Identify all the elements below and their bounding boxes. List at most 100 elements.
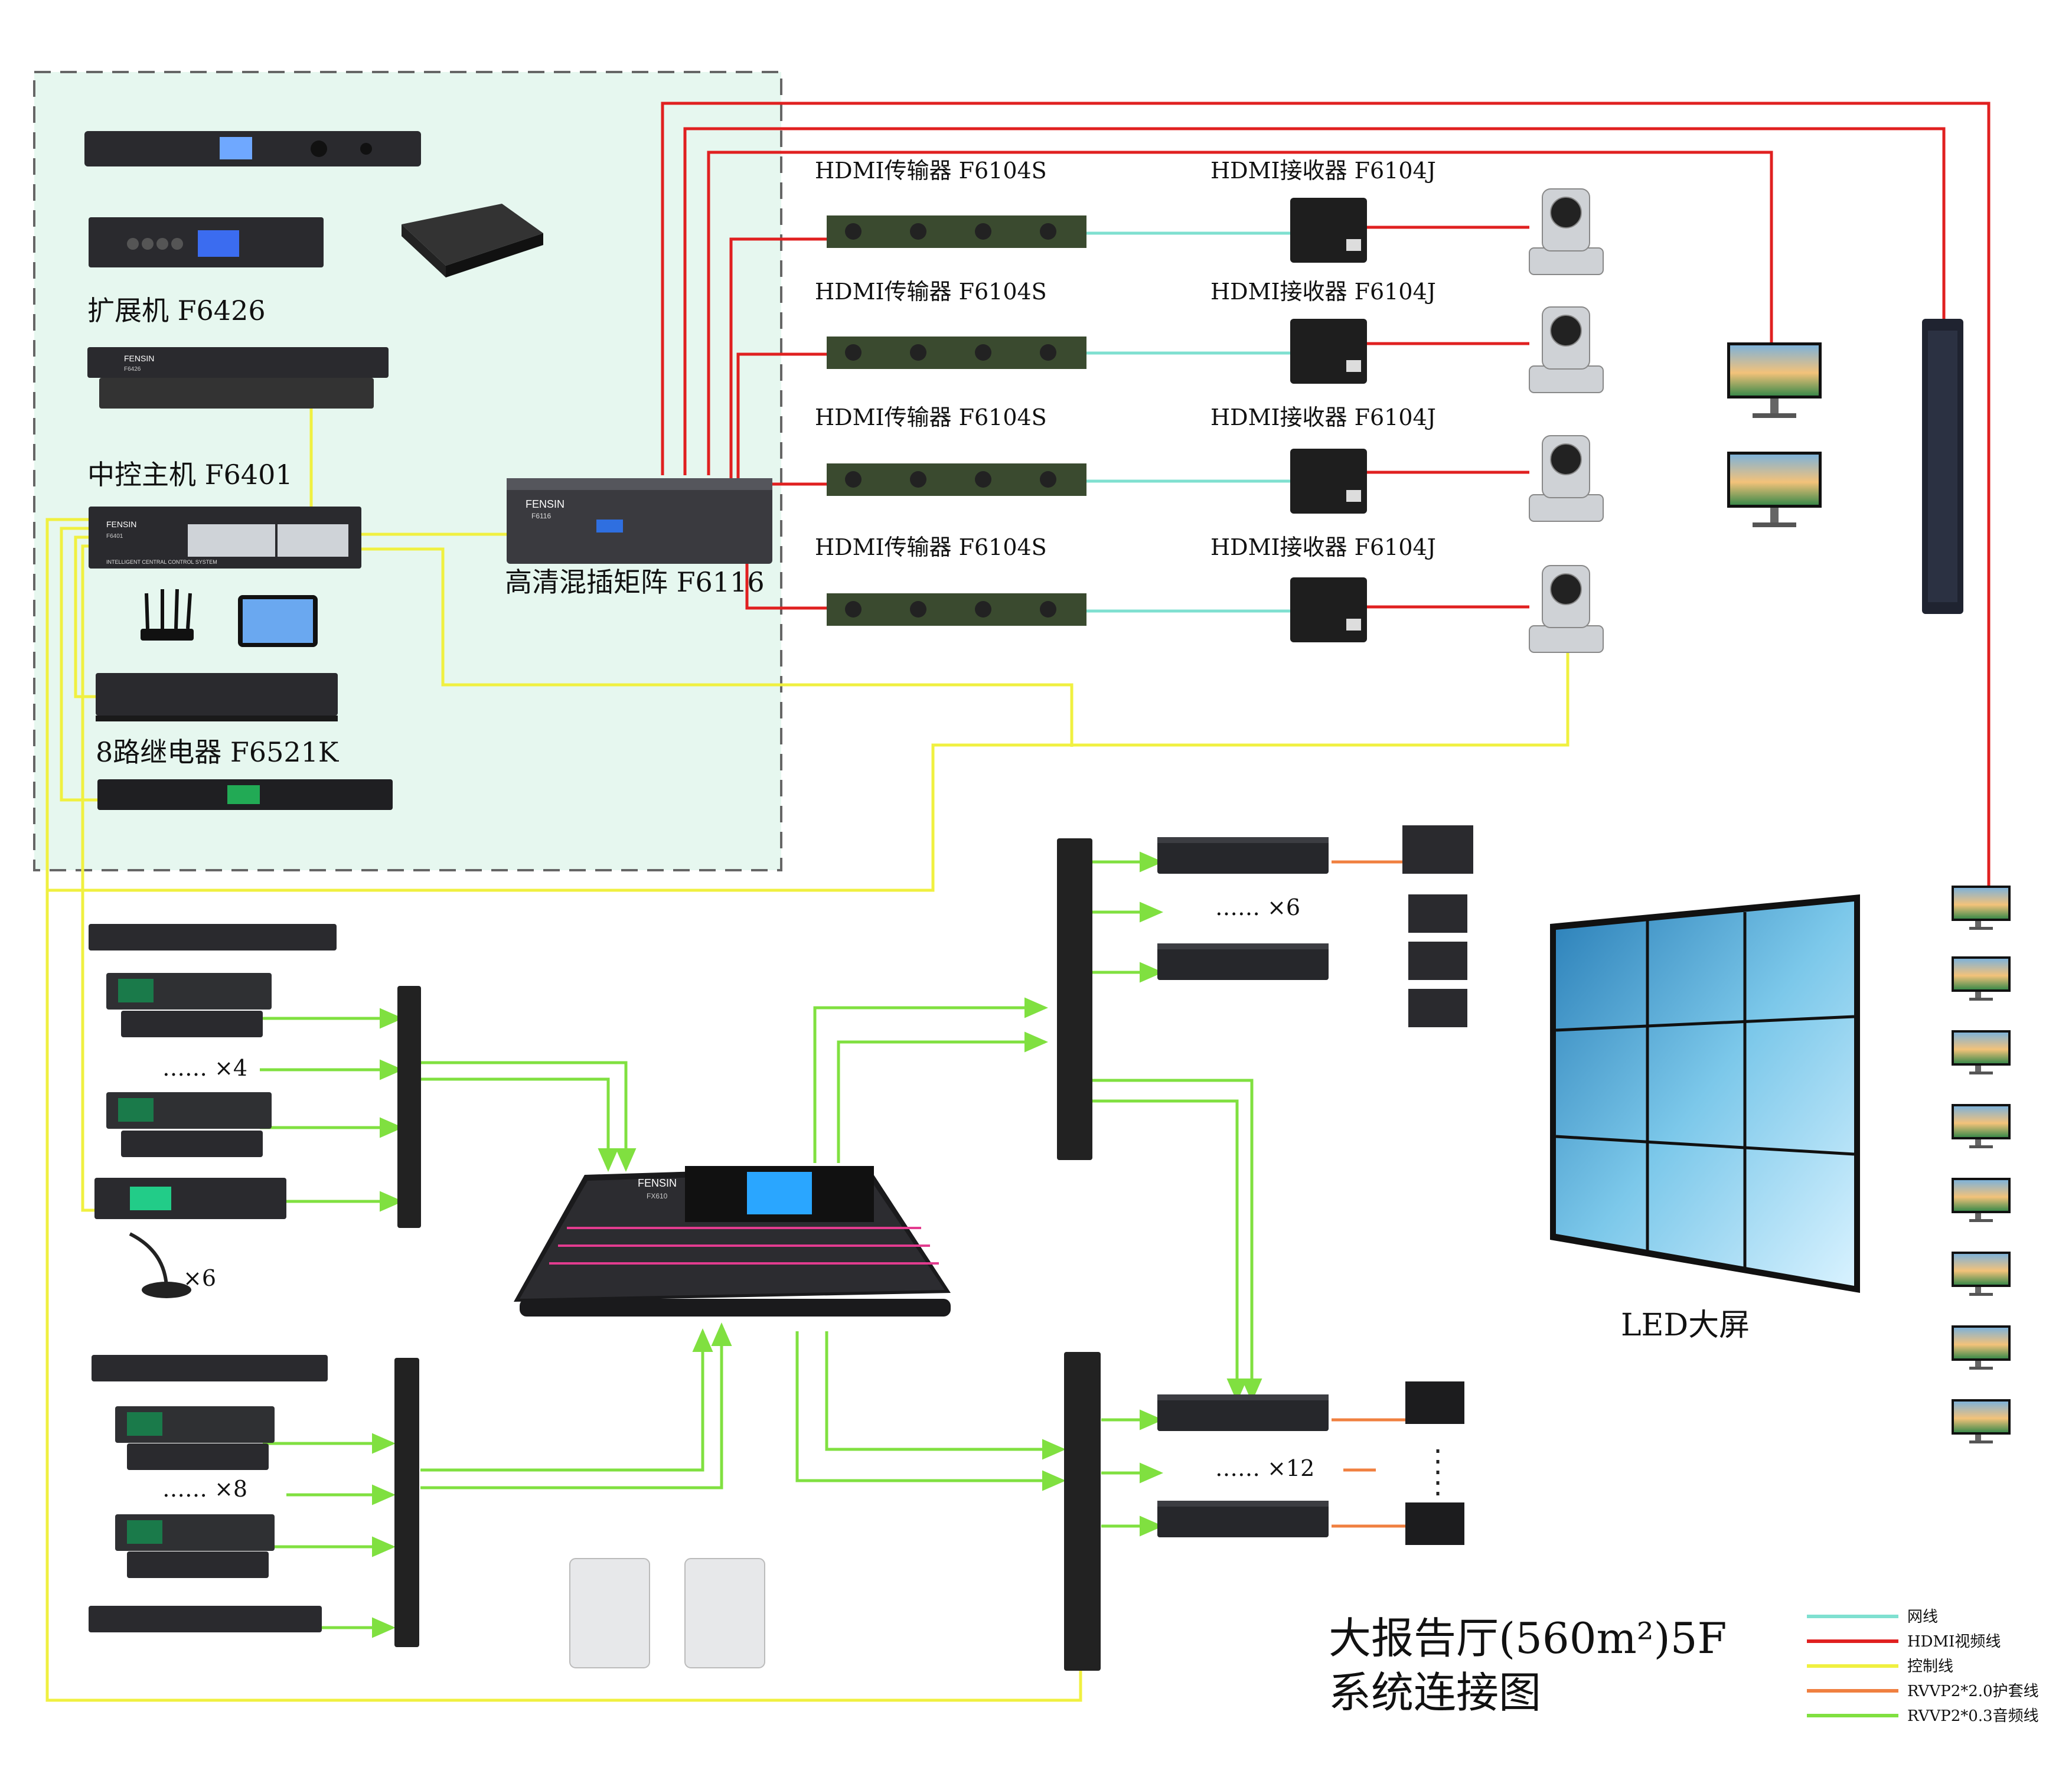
ptz-cameras bbox=[1529, 188, 1604, 653]
central-brand: FENSIN bbox=[106, 520, 136, 529]
monitor bbox=[1727, 342, 1822, 418]
network-cables bbox=[1086, 231, 1290, 613]
monitor bbox=[1952, 1325, 2011, 1370]
label-central-host: 中控主机 F6401 bbox=[87, 459, 293, 491]
monitor bbox=[1952, 1399, 2011, 1443]
speaker bbox=[1405, 1381, 1464, 1424]
tablet bbox=[238, 595, 318, 647]
serial-port-extender: FENSIN F6426 bbox=[87, 347, 389, 409]
power-amplifier bbox=[1157, 1394, 1329, 1431]
diagram-title: 大报告厅(560m²)5F bbox=[1329, 1613, 1727, 1663]
label-matrix: 高清混插矩阵 F6116 bbox=[505, 566, 765, 598]
ptz-camera bbox=[1529, 435, 1604, 522]
video-processor bbox=[1922, 319, 1963, 614]
power-sequencer bbox=[89, 217, 324, 267]
extender-brand: FENSIN bbox=[124, 354, 154, 363]
vertical-unit bbox=[397, 986, 421, 1228]
vertical-unit bbox=[1064, 1352, 1101, 1671]
led-wall bbox=[1550, 894, 1860, 1293]
monitor bbox=[1952, 1030, 2011, 1074]
hdmi-transmitters bbox=[827, 215, 1086, 626]
hdmi-transmitter bbox=[827, 463, 1086, 496]
monitor bbox=[1952, 1252, 2011, 1296]
label-rx-3: HDMI接收器 F6104J bbox=[1210, 404, 1436, 430]
wall-speaker bbox=[569, 1558, 650, 1668]
relay-8ch bbox=[96, 673, 338, 721]
hdmi-transmitter bbox=[827, 215, 1086, 248]
legend-label-hdmi: HDMI视频线 bbox=[1907, 1633, 2001, 1651]
diagram-subtitle: 系统连接图 bbox=[1329, 1668, 1541, 1717]
label-led: LED大屏 bbox=[1621, 1308, 1750, 1343]
speakers-main bbox=[1402, 825, 1473, 1027]
monitor bbox=[1952, 886, 2011, 930]
label-x6-mic: ×6 bbox=[183, 1265, 216, 1291]
gooseneck-mic bbox=[129, 1232, 191, 1298]
bottom-control-device bbox=[97, 779, 393, 810]
matrix-brand: FENSIN bbox=[526, 498, 565, 510]
label-x4: …… ×4 bbox=[162, 1055, 247, 1081]
label-tx-1: HDMI传输器 F6104S bbox=[815, 158, 1047, 184]
network-switch bbox=[402, 204, 543, 277]
legend: 网线 HDMI视频线 控制线 RVVP2*2.0护套线 RVVP2*0.3音频线 bbox=[1807, 1608, 2039, 1725]
hdmi-cables bbox=[661, 102, 1991, 886]
power-amplifier bbox=[1157, 1501, 1329, 1537]
wall-speakers bbox=[569, 1558, 765, 1668]
speakers-side bbox=[1405, 1381, 1464, 1545]
mixer-brand: FENSIN bbox=[638, 1177, 677, 1189]
digital-mixer: FENSIN FX610 bbox=[514, 1166, 951, 1317]
power-amplifier bbox=[1157, 943, 1329, 980]
hdmi-receiver bbox=[1290, 449, 1367, 514]
speaker-cables bbox=[1332, 860, 1440, 1528]
speaker bbox=[1408, 989, 1467, 1027]
mixer-channel-strips bbox=[549, 1227, 939, 1265]
label-extender: 扩展机 F6426 bbox=[87, 295, 266, 326]
legend-label-audio: RVVP2*0.3音频线 bbox=[1907, 1707, 2039, 1725]
legend-label-sheathed: RVVP2*2.0护套线 bbox=[1907, 1683, 2039, 1700]
power-amplifiers bbox=[1157, 837, 1329, 1537]
speaker bbox=[1408, 942, 1467, 980]
vertical-units bbox=[394, 838, 1101, 1671]
label-x6-speakers: …… ×6 bbox=[1215, 894, 1300, 920]
labels: 扩展机 F6426 中控主机 F6401 高清混插矩阵 F6116 8路继电器 … bbox=[87, 158, 1750, 1717]
extender-model: F6426 bbox=[124, 366, 141, 373]
hdmi-transmitter bbox=[827, 337, 1086, 369]
power-amplifier bbox=[1157, 837, 1329, 874]
vertical-unit bbox=[394, 1358, 419, 1647]
monitor bbox=[1727, 452, 1822, 527]
central-model: F6401 bbox=[106, 533, 123, 540]
label-x8: …… ×8 bbox=[162, 1476, 247, 1502]
ptz-camera bbox=[1529, 565, 1604, 653]
legend-label-network: 网线 bbox=[1907, 1608, 1938, 1626]
ptz-camera bbox=[1529, 306, 1604, 393]
mic-system-1 bbox=[89, 924, 337, 1219]
legend-label-control: 控制线 bbox=[1907, 1658, 1953, 1675]
central-control-host: FENSIN F6401 INTELLIGENT CENTRAL CONTROL… bbox=[89, 507, 361, 569]
hdmi-transmitter bbox=[827, 593, 1086, 626]
label-tx-3: HDMI传输器 F6104S bbox=[815, 404, 1047, 430]
mixer-model: FX610 bbox=[647, 1192, 668, 1200]
hdmi-receivers bbox=[1290, 198, 1367, 642]
control-cables bbox=[45, 407, 1570, 1702]
hdmi-matrix: FENSIN F6116 bbox=[507, 478, 772, 564]
control-area-box bbox=[33, 71, 782, 871]
audio-cables bbox=[260, 851, 1262, 1638]
label-rx-4: HDMI接收器 F6104J bbox=[1210, 534, 1436, 560]
preview-monitors bbox=[1727, 342, 1822, 527]
label-x12: …… ×12 bbox=[1215, 1455, 1314, 1481]
label-relay: 8路继电器 F6521K bbox=[96, 736, 340, 768]
hdmi-receiver bbox=[1290, 577, 1367, 642]
speaker bbox=[1408, 894, 1467, 933]
monitor-column bbox=[1952, 886, 2011, 1443]
monitor bbox=[1952, 1178, 2011, 1222]
monitor bbox=[1952, 1104, 2011, 1148]
top-rack-device bbox=[84, 131, 421, 166]
label-rx-1: HDMI接收器 F6104J bbox=[1210, 158, 1436, 184]
wireless-router bbox=[141, 589, 194, 641]
matrix-model: F6116 bbox=[531, 512, 551, 520]
label-rx-2: HDMI接收器 F6104J bbox=[1210, 279, 1436, 305]
hdmi-receiver bbox=[1290, 319, 1367, 384]
speaker bbox=[1405, 1502, 1464, 1545]
label-tx-4: HDMI传输器 F6104S bbox=[815, 534, 1047, 560]
wall-speaker bbox=[684, 1558, 765, 1668]
